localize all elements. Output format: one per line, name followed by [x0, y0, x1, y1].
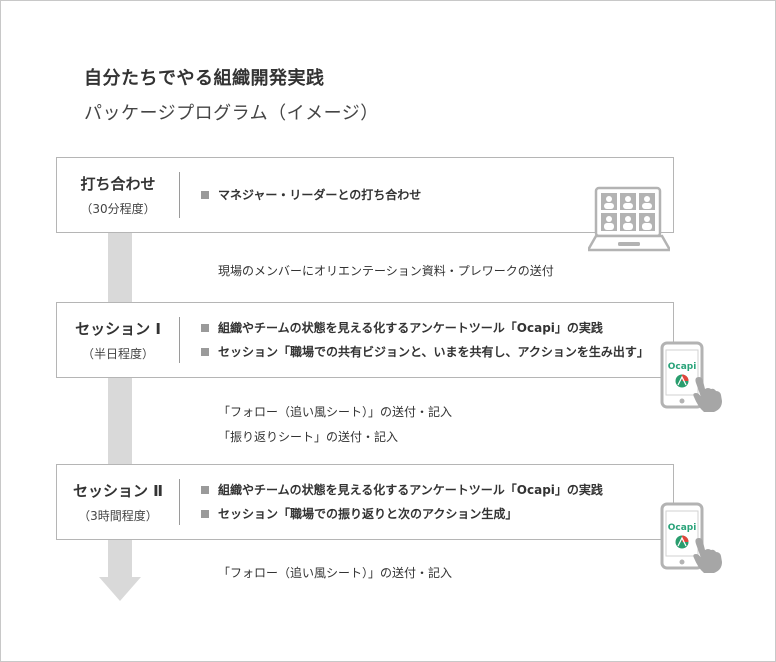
stage-divider: [179, 479, 180, 525]
bullet-square-icon: [201, 191, 209, 199]
stage-name: セッション Ⅱ: [72, 482, 164, 500]
smartphone-tap-icon: Ocapi: [660, 502, 722, 573]
bullet-item: 組織やチームの状態を見える化するアンケートツール「Ocapi」の実践: [201, 478, 603, 502]
stage-header: セッション Ⅰ （半日程度）: [57, 303, 179, 377]
bullet-text: 組織やチームの状態を見える化するアンケートツール「Ocapi」の実践: [218, 321, 603, 335]
stage-header: セッション Ⅱ （3時間程度）: [57, 465, 179, 539]
stage-name: セッション Ⅰ: [75, 320, 161, 338]
bullet-item: セッション「職場での振り返りと次のアクション生成」: [201, 502, 603, 526]
diagram-title: 自分たちでやる組織開発実践: [84, 68, 325, 89]
video-conference-laptop-icon: [588, 186, 670, 252]
bullet-text: セッション「職場での振り返りと次のアクション生成」: [218, 507, 518, 521]
flow-arrow-segment-1: [108, 232, 132, 304]
bullet-square-icon: [201, 486, 209, 494]
note-after-meeting: 現場のメンバーにオリエンテーション資料・プレワークの送付: [218, 264, 554, 278]
stage-bullets: マネジャー・リーダーとの打ち合わせ: [201, 158, 421, 232]
flow-arrow-head: [99, 577, 141, 601]
bullet-text: セッション「職場での共有ビジョンと、いまを共有し、アクションを生み出す」: [218, 345, 649, 359]
stage-box-session-2: セッション Ⅱ （3時間程度） 組織やチームの状態を見える化するアンケートツール…: [56, 464, 674, 540]
stage-name: 打ち合わせ: [80, 175, 156, 193]
note-after-session-1-a: 「フォロー（追い風シート）」の送付・記入: [218, 405, 453, 419]
stage-divider: [179, 317, 180, 363]
flow-arrow-segment-3: [108, 540, 132, 578]
bullet-item: セッション「職場での共有ビジョンと、いまを共有し、アクションを生み出す」: [201, 340, 649, 364]
stage-duration: （30分程度）: [80, 202, 156, 216]
smartphone-tap-icon: Ocapi: [660, 341, 722, 412]
stage-box-meeting: 打ち合わせ （30分程度） マネジャー・リーダーとの打ち合わせ: [56, 157, 674, 233]
stage-duration: （半日程度）: [81, 347, 154, 361]
stage-duration: （3時間程度）: [78, 509, 158, 523]
stage-divider: [179, 172, 180, 218]
note-after-session-2: 「フォロー（追い風シート）」の送付・記入: [218, 566, 453, 580]
bullet-item: マネジャー・リーダーとの打ち合わせ: [201, 183, 421, 207]
diagram-subtitle: パッケージプログラム（イメージ）: [84, 103, 379, 124]
note-after-session-1-b: 「振り返りシート」の送付・記入: [218, 430, 399, 444]
bullet-text: 組織やチームの状態を見える化するアンケートツール「Ocapi」の実践: [218, 483, 603, 497]
bullet-item: 組織やチームの状態を見える化するアンケートツール「Ocapi」の実践: [201, 316, 649, 340]
flow-arrow-segment-2: [108, 378, 132, 466]
bullet-square-icon: [201, 324, 209, 332]
bullet-text: マネジャー・リーダーとの打ち合わせ: [218, 188, 422, 202]
stage-bullets: 組織やチームの状態を見える化するアンケートツール「Ocapi」の実践 セッション…: [201, 303, 649, 377]
bullet-square-icon: [201, 510, 209, 518]
bullet-square-icon: [201, 348, 209, 356]
stage-box-session-1: セッション Ⅰ （半日程度） 組織やチームの状態を見える化するアンケートツール「…: [56, 302, 674, 378]
stage-bullets: 組織やチームの状態を見える化するアンケートツール「Ocapi」の実践 セッション…: [201, 465, 603, 539]
app-label: Ocapi: [668, 523, 697, 533]
app-label: Ocapi: [668, 362, 697, 372]
stage-header: 打ち合わせ （30分程度）: [57, 158, 179, 232]
